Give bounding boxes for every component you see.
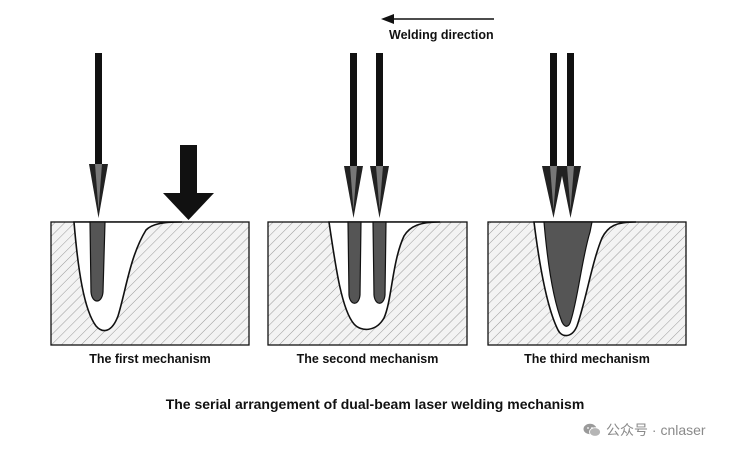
- panel-third-mechanism: [487, 53, 687, 346]
- laser-beam-arrow-left: [344, 53, 363, 218]
- heat-source-arrow: [163, 145, 214, 220]
- keyhole: [89, 221, 106, 302]
- keyhole-left: [347, 221, 362, 304]
- panel-second-mechanism: [267, 53, 468, 346]
- laser-beam-arrow-right: [560, 53, 581, 218]
- panel-label-second: The second mechanism: [296, 352, 439, 366]
- welding-direction-label: Welding direction: [389, 28, 494, 42]
- keyhole-right: [372, 221, 387, 304]
- laser-beam-arrow-right: [370, 53, 389, 218]
- keyhole-merged: [543, 221, 593, 327]
- wechat-icon: [583, 423, 601, 437]
- laser-beam-arrow-left: [542, 53, 564, 218]
- watermark: 公众号 · cnlaser: [583, 420, 706, 440]
- laser-beam-arrow: [89, 53, 108, 218]
- figure-caption: The serial arrangement of dual-beam lase…: [165, 396, 585, 412]
- watermark-text: 公众号 · cnlaser: [606, 422, 706, 438]
- panel-label-third: The third mechanism: [524, 352, 650, 366]
- panel-label-first: The first mechanism: [89, 352, 211, 366]
- welding-direction-arrow: [381, 14, 494, 24]
- panel-first-mechanism: [50, 53, 250, 346]
